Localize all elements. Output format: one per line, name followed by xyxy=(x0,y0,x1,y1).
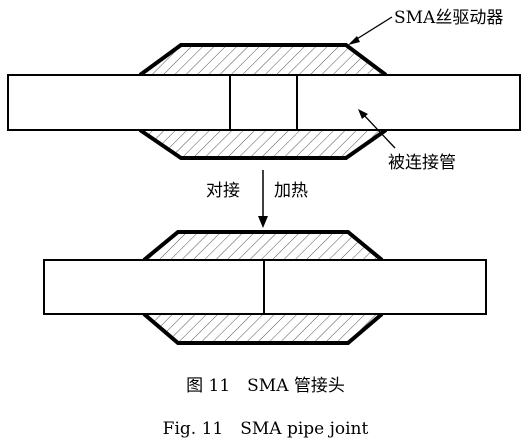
sma-actuator-label: SMA丝驱动器 xyxy=(394,8,504,28)
bottom-pipe-right xyxy=(263,259,487,315)
figure-caption-cn: 图 11 SMA 管接头 xyxy=(186,376,345,396)
butt-join-label: 对接 xyxy=(206,181,240,201)
process-arrow xyxy=(258,170,268,228)
heating-label: 加热 xyxy=(274,181,308,201)
top-sma-sleeve-upper xyxy=(140,45,386,75)
bottom-sma-sleeve-lower xyxy=(144,314,382,343)
sma-leader-arrow xyxy=(348,16,393,45)
bottom-pipe-left xyxy=(43,259,265,315)
bottom-assembly xyxy=(43,230,487,345)
top-pipe-right xyxy=(296,74,521,131)
top-sma-sleeve-lower xyxy=(140,130,386,158)
connected-pipe-label: 被连接管 xyxy=(388,153,456,173)
figure-caption-en: Fig. 11 SMA pipe joint xyxy=(162,419,369,439)
pipe-leader-arrow xyxy=(358,109,396,149)
top-pipe-left xyxy=(7,74,231,131)
bottom-sma-sleeve-upper xyxy=(144,232,382,260)
top-assembly xyxy=(7,43,521,160)
